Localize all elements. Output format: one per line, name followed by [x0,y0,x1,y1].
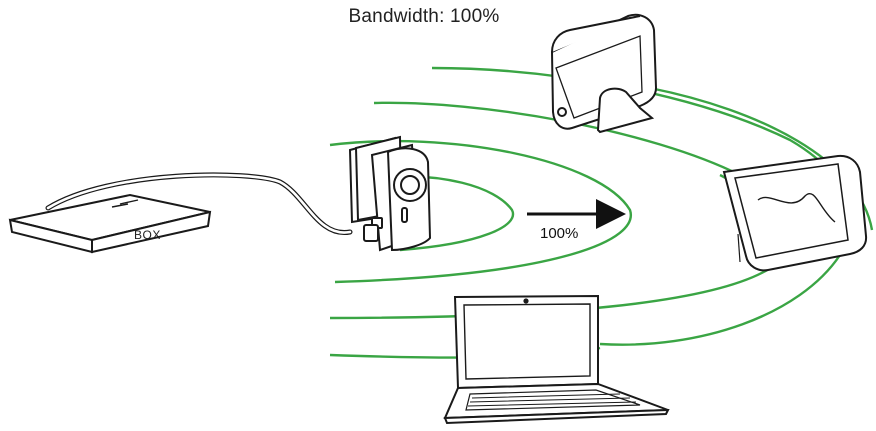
signal-wave-3 [329,139,633,284]
wifi-repeater-plug-icon [348,135,432,252]
router-label: BOX [134,228,161,242]
external-hard-drive-icon [550,13,658,134]
signal-wave-2 [379,175,515,252]
router-box-icon [8,193,212,254]
tablet-icon [722,154,868,272]
bandwidth-title: Bandwidth: 100% [348,6,500,27]
arrow-percent-label: 100% [540,225,578,242]
laptop-icon [443,294,670,425]
